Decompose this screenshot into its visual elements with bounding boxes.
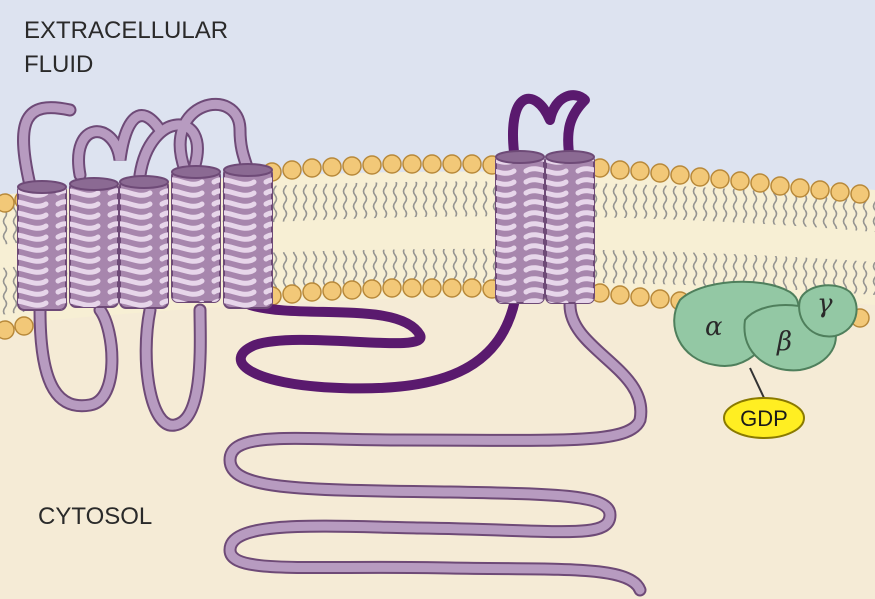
extracellular-label-line1: EXTRACELLULAR [24, 17, 228, 44]
helix-1 [18, 181, 66, 310]
helix-4 [172, 166, 220, 302]
beta-label: β [776, 327, 792, 357]
alpha-label: α [705, 312, 723, 342]
gamma-label: γ [817, 289, 833, 319]
helix-7 [546, 151, 594, 303]
helix-2 [70, 178, 118, 307]
helix-3 [120, 176, 168, 308]
cytosol-label: CYTOSOL [38, 503, 152, 530]
helix-5 [224, 164, 272, 308]
helix-6 [496, 151, 544, 303]
extracellular-label-line2: FLUID [24, 51, 93, 78]
gdp-label: GDP [740, 406, 788, 431]
